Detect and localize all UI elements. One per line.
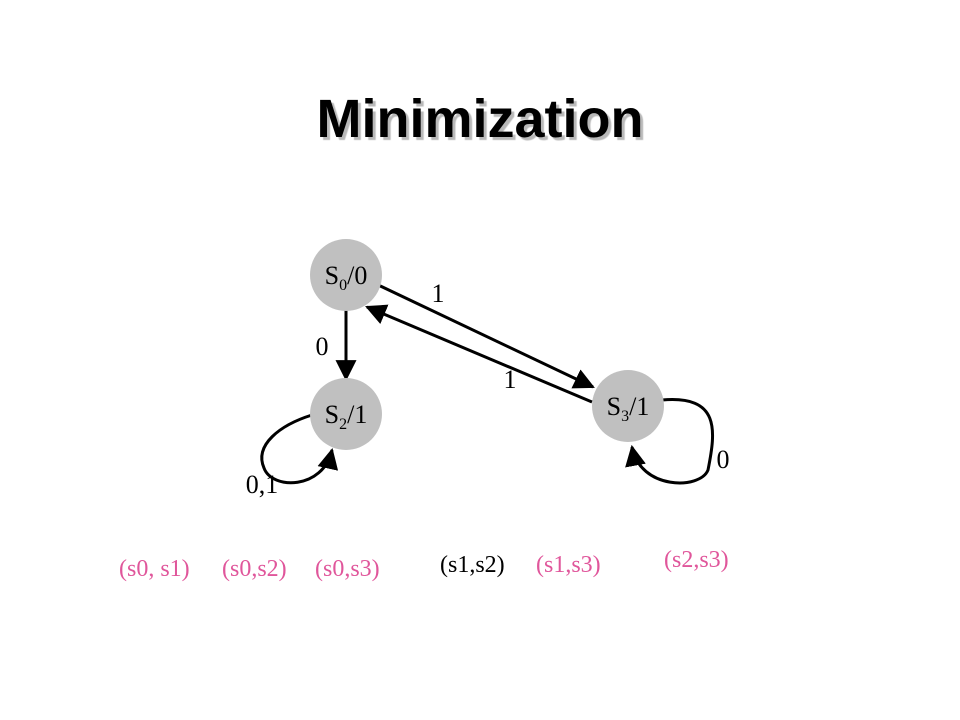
state-output: /1 xyxy=(629,392,649,421)
state-subscript: 3 xyxy=(621,408,629,425)
edge-s3-to-s0 xyxy=(365,304,593,404)
edge-s0-to-s3 xyxy=(373,281,595,389)
state-pair: (s1,s2) xyxy=(440,552,505,578)
state-subscript: 0 xyxy=(339,277,347,294)
state-pair: (s1,s3) xyxy=(536,552,601,578)
state-node-s2: S2/1 xyxy=(310,378,382,450)
state-name: S xyxy=(325,400,339,429)
state-node-s0: S0/0 xyxy=(310,239,382,311)
edge-label-s2-self: 0,1 xyxy=(246,470,279,499)
state-pair: (s0,s3) xyxy=(315,556,380,582)
state-pair: (s0,s2) xyxy=(222,556,287,582)
edge-label-s3-s0: 1 xyxy=(504,365,517,394)
svg-text:S3/1: S3/1 xyxy=(607,392,650,425)
svg-text:S2/1: S2/1 xyxy=(325,400,368,433)
edge-label-s0-s3: 1 xyxy=(432,279,445,308)
state-name: S xyxy=(325,261,339,290)
state-output: /0 xyxy=(347,261,367,290)
state-pair: (s0, s1) xyxy=(119,556,190,582)
edge-label-s3-self: 0 xyxy=(717,445,730,474)
state-output: /1 xyxy=(347,400,367,429)
svg-text:S0/0: S0/0 xyxy=(325,261,368,294)
state-node-s3: S3/1 xyxy=(592,370,664,442)
edge-label-s0-s2: 0 xyxy=(316,332,329,361)
state-name: S xyxy=(607,392,621,421)
state-pair: (s2,s3) xyxy=(664,547,729,573)
edge-s2-self-loop xyxy=(260,413,339,485)
edge-s3-self-loop xyxy=(625,398,715,485)
slide-title: Minimization xyxy=(316,89,644,149)
state-subscript: 2 xyxy=(339,416,347,433)
